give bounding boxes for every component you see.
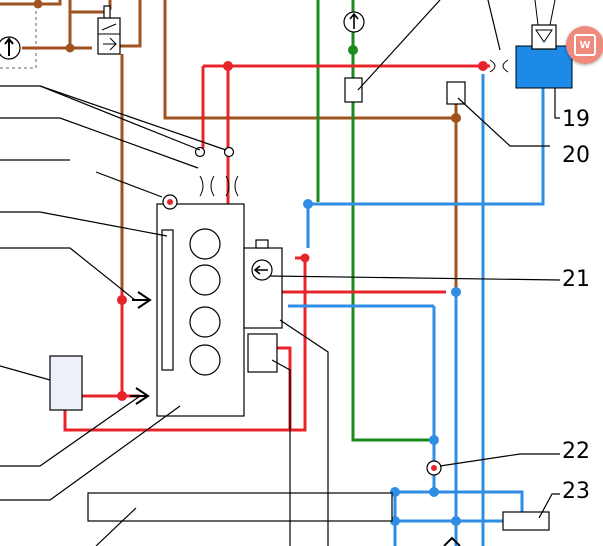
thermostat-a [344, 77, 363, 103]
heat-exchanger [243, 239, 283, 373]
label-22: 22 [562, 439, 590, 464]
thermostat-b [446, 81, 466, 105]
component-23-box [502, 511, 550, 531]
word-extension-button[interactable]: W [566, 26, 603, 64]
oil-pump-icon [0, 36, 21, 60]
oil-pipes [0, 0, 458, 290]
orifice-icon [489, 59, 509, 73]
expansion-tank [515, 0, 573, 89]
label-21: 21 [562, 267, 590, 292]
label-23: 23 [562, 479, 590, 504]
label-20: 20 [562, 143, 590, 168]
dashed-frame [0, 0, 37, 69]
label-19: 19 [562, 107, 590, 132]
bottom-valve [443, 536, 461, 546]
leader-lines [0, 0, 561, 546]
engine-block [156, 146, 245, 417]
temperature-sensor-22 [426, 460, 442, 476]
bottom-reservoir [87, 492, 393, 522]
word-extension-icon: W [574, 34, 596, 56]
water-pump-icon [343, 11, 365, 33]
solenoid-valve-icon [97, 5, 121, 55]
word-extension-letter: W [579, 39, 591, 51]
cold-coolant-pipes [288, 74, 545, 546]
pipe-joints [33, 0, 488, 526]
filter-icon [49, 355, 83, 411]
green-pipes [316, 0, 434, 442]
